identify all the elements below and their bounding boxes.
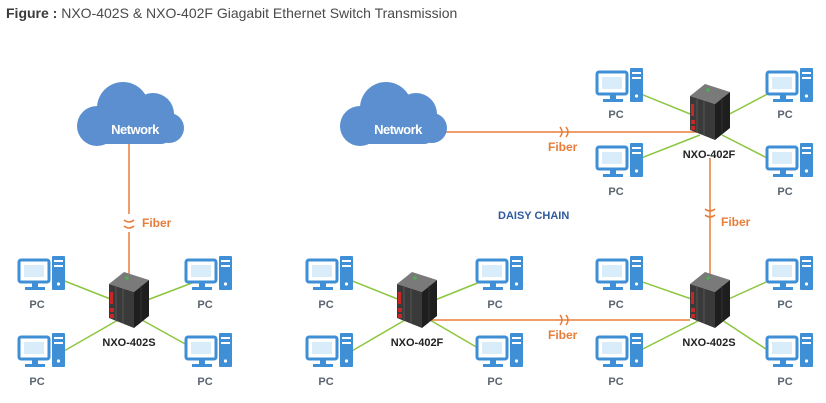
pc-icon — [765, 254, 815, 292]
fiber-break-icon — [123, 219, 135, 229]
pc-label: PC — [318, 376, 333, 388]
pc-icon — [305, 254, 355, 292]
pc-icon — [475, 331, 525, 369]
network-label: Network — [374, 122, 423, 137]
pc-icon — [595, 331, 645, 369]
pc-label: PC — [777, 186, 792, 198]
pc-label: PC — [197, 299, 212, 311]
pc-icon — [765, 141, 815, 179]
fiber-label: Fiber — [142, 216, 172, 230]
switch-icon — [689, 271, 731, 329]
pc-icon — [17, 331, 67, 369]
pc-icon — [305, 331, 355, 369]
pc-label: PC — [197, 376, 212, 388]
switch-label-nxo-402s: NXO-402S — [682, 337, 735, 349]
pc-icon — [595, 66, 645, 104]
pc-label: PC — [777, 299, 792, 311]
network-label: Network — [111, 122, 160, 137]
pc-icon — [184, 254, 234, 292]
switch-label-nxo-402f: NXO-402F — [391, 337, 444, 349]
pc-icon — [765, 66, 815, 104]
switch-icon — [689, 83, 731, 141]
switch-icon — [396, 271, 438, 329]
pc-label: PC — [777, 376, 792, 388]
pc-icon — [475, 254, 525, 292]
pc-icon — [595, 141, 645, 179]
pc-label: PC — [608, 299, 623, 311]
pc-icon — [17, 254, 67, 292]
pc-label: PC — [318, 299, 333, 311]
pc-label: PC — [29, 299, 44, 311]
pc-label: PC — [608, 376, 623, 388]
network-cloud-icon: Network — [77, 82, 184, 146]
pc-icon — [595, 254, 645, 292]
fiber-label: Fiber — [548, 140, 578, 154]
pc-label: PC — [608, 186, 623, 198]
pc-label: PC — [29, 376, 44, 388]
figure-caption: Figure : NXO-402S & NXO-402F Giagabit Et… — [6, 5, 457, 21]
pc-label: PC — [487, 376, 502, 388]
pc-label: PC — [487, 299, 502, 311]
switch-label-nxo-402f: NXO-402F — [683, 149, 736, 161]
caption-text: NXO-402S & NXO-402F Giagabit Ethernet Sw… — [61, 5, 458, 21]
switch-icon — [108, 271, 150, 329]
pc-icon — [184, 331, 234, 369]
pc-icon — [765, 331, 815, 369]
pc-label: PC — [777, 109, 792, 121]
fiber-label: Fiber — [548, 328, 578, 342]
fiber-label: Fiber — [721, 215, 751, 229]
network-cloud-icon: Network — [340, 82, 447, 146]
daisy-chain-label: DAISY CHAIN — [498, 210, 569, 222]
switch-label-nxo-402s: NXO-402S — [102, 337, 155, 349]
pc-label: PC — [608, 109, 623, 121]
caption-prefix: Figure : — [6, 5, 58, 21]
